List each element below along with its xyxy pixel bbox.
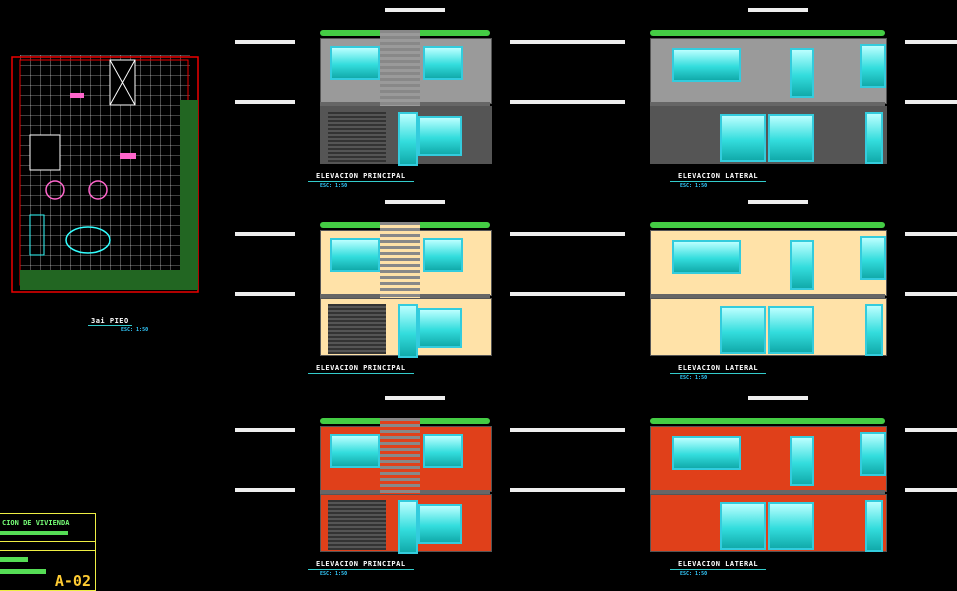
floor-plan-drawing	[11, 55, 199, 293]
elevation-title: ELEVACION PRINCIPAL	[308, 560, 414, 570]
elevation-scale: ESC: 1:50	[320, 183, 348, 189]
elevation-scale: ESC: 1:50	[680, 571, 708, 577]
elevation-scale: ESC: 1:50	[680, 375, 708, 381]
elevation-lateral	[565, 200, 957, 357]
elevation-scale: ESC: 1:50	[680, 183, 708, 189]
elevation-lateral	[565, 8, 957, 165]
elevation-principal	[235, 200, 570, 358]
project-name: CION DE VIVIENDA	[2, 519, 70, 527]
floor-plan-title: 3ai PIEO	[88, 317, 132, 326]
elevation-title: ELEVACION PRINCIPAL	[308, 364, 414, 374]
elevation-lateral	[565, 396, 957, 553]
plan-title: 3ai PIEO	[88, 317, 132, 326]
title-block: CION DE VIVIENDA A-02	[0, 513, 96, 591]
elevation-title: ELEVACION LATERAL	[670, 560, 767, 570]
elevation-principal	[235, 396, 570, 554]
elevation-scale: ESC: 1:50	[320, 571, 348, 577]
elevation-title: ELEVACION LATERAL	[670, 172, 767, 182]
elevation-title: ELEVACION PRINCIPAL	[308, 172, 414, 182]
elevation-title: ELEVACION LATERAL	[670, 364, 767, 374]
elevation-principal	[235, 8, 570, 166]
floor-plan	[10, 55, 200, 295]
sheet-number: A-02	[54, 572, 91, 590]
plan-scale: ESC: 1:50	[121, 327, 149, 333]
